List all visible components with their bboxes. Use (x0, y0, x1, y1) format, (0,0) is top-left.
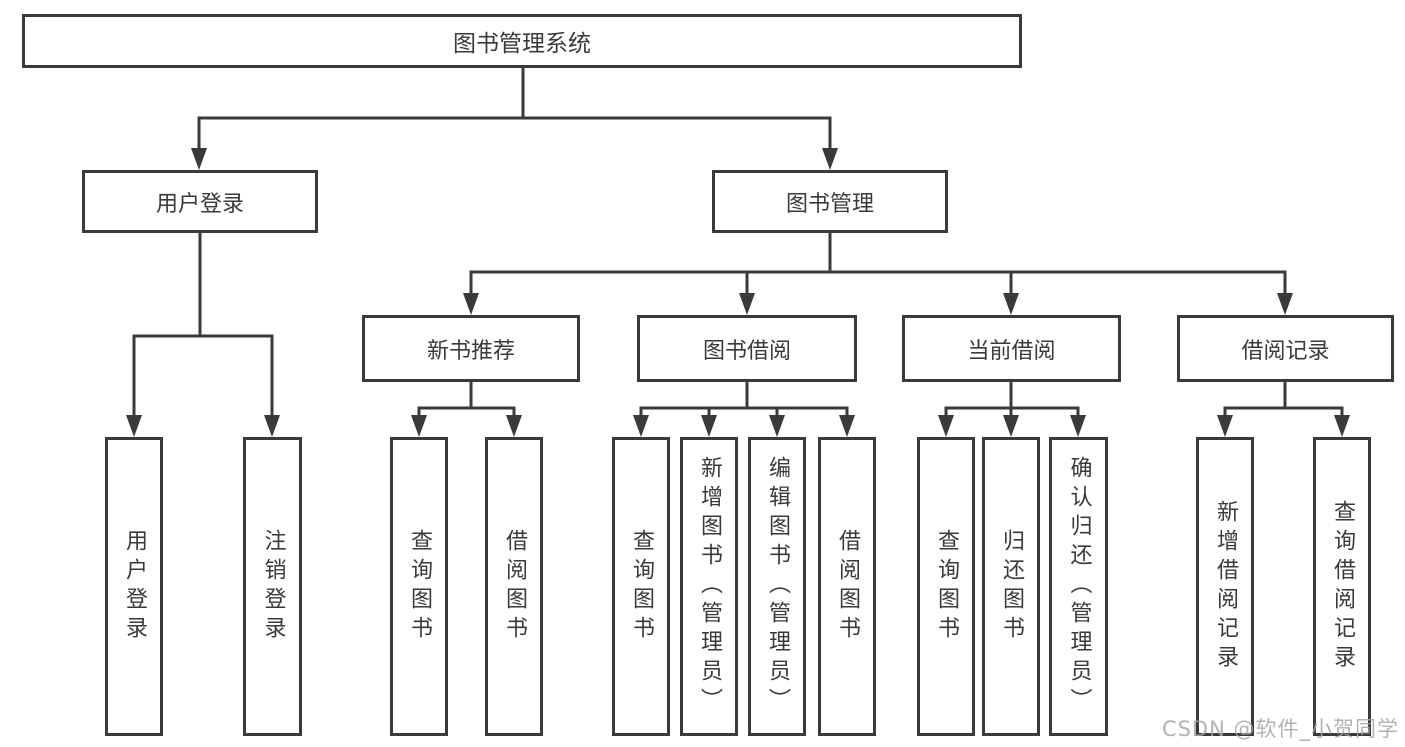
leaf-edit-books-admin-label: 编辑图书（管理员） (765, 456, 790, 717)
leaf-logout-label: 注销登录 (260, 528, 286, 645)
leaf-edit-books-admin: 编辑图书（管理员） (748, 437, 806, 736)
leaf-query-borrow-record: 查询借阅记录 (1313, 437, 1371, 736)
arrowheads (126, 148, 1350, 437)
leaf-borrowing-query-books-label: 查询图书 (629, 528, 654, 645)
leaf-newbooks-query-books-label: 查询图书 (407, 528, 432, 645)
leaf-user-login-label: 用户登录 (122, 528, 147, 645)
leaf-query-borrow-record-label: 查询借阅记录 (1330, 499, 1355, 674)
leaf-add-books-admin: 新增图书（管理员） (680, 437, 738, 736)
node-library-management-system-label: 图书管理系统 (453, 31, 591, 57)
node-new-book-recommend-label: 新书推荐 (426, 338, 515, 364)
node-book-borrowing-label: 图书借阅 (702, 338, 791, 364)
arrowhead (191, 148, 207, 170)
leaf-borrowing-query-books: 查询图书 (612, 437, 670, 736)
arrowhead (126, 415, 142, 437)
leaf-return-books-label: 归还图书 (999, 528, 1024, 645)
node-user-login: 用户登录 (82, 170, 318, 233)
arrowhead (1003, 415, 1019, 437)
leaf-newbooks-borrow-books-label: 借阅图书 (502, 528, 527, 645)
arrowhead (411, 415, 427, 437)
arrowhead (822, 148, 838, 170)
arrowhead (633, 415, 649, 437)
leaf-current-query-books-label: 查询图书 (934, 528, 959, 645)
leaf-user-login: 用户登录 (105, 437, 163, 736)
node-borrowing-records: 借阅记录 (1177, 315, 1394, 382)
csdn-watermark: CSDN @软件_小贺同学 (1161, 717, 1399, 741)
leaf-confirm-return-admin: 确认归还（管理员） (1049, 437, 1108, 736)
node-user-login-label: 用户登录 (155, 191, 244, 217)
leaf-borrowing-borrow-books: 借阅图书 (818, 437, 876, 736)
arrowhead (739, 293, 755, 315)
leaf-confirm-return-admin-label: 确认归还（管理员） (1066, 456, 1092, 717)
arrowhead (506, 415, 522, 437)
node-current-borrowing: 当前借阅 (902, 315, 1121, 382)
arrowhead (938, 415, 954, 437)
leaf-newbooks-query-books: 查询图书 (390, 437, 448, 736)
leaf-add-borrow-record-label: 新增借阅记录 (1213, 499, 1238, 674)
leaf-add-borrow-record: 新增借阅记录 (1196, 437, 1254, 736)
arrowhead (769, 415, 785, 437)
leaf-newbooks-borrow-books: 借阅图书 (485, 437, 543, 736)
node-borrowing-records-label: 借阅记录 (1241, 338, 1330, 364)
arrowhead (1334, 415, 1350, 437)
node-new-book-recommend: 新书推荐 (362, 315, 580, 382)
arrowhead (1277, 293, 1293, 315)
leaf-return-books: 归还图书 (982, 437, 1040, 736)
node-library-management-system: 图书管理系统 (22, 14, 1022, 68)
arrowhead (1070, 415, 1086, 437)
arrowhead (1217, 415, 1233, 437)
arrowhead (701, 415, 717, 437)
node-current-borrowing-label: 当前借阅 (967, 338, 1056, 364)
leaf-current-query-books: 查询图书 (917, 437, 975, 736)
node-book-management: 图书管理 (712, 170, 948, 233)
arrowhead (264, 415, 280, 437)
leaf-add-books-admin-label: 新增图书（管理员） (697, 456, 722, 717)
arrowhead (1003, 293, 1019, 315)
node-book-borrowing: 图书借阅 (637, 315, 857, 382)
leaf-borrowing-borrow-books-label: 借阅图书 (835, 528, 860, 645)
arrowhead (463, 293, 479, 315)
leaf-logout: 注销登录 (243, 437, 302, 736)
arrowhead (839, 415, 855, 437)
node-book-management-label: 图书管理 (785, 191, 874, 217)
connector-path (132, 66, 1344, 421)
